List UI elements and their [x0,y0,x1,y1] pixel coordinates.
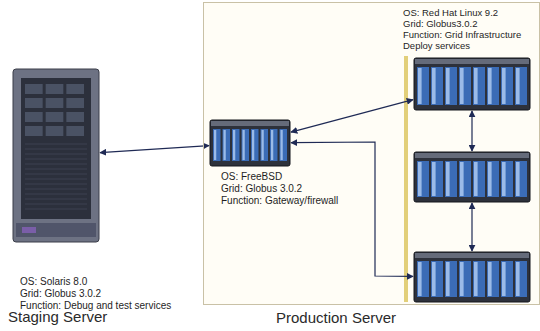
server-heading: Production Server [276,309,396,326]
rack-server-icon [209,119,291,167]
gateway-server: OS: FreeBSDGrid: Globus 3.0.2Function: G… [209,119,291,167]
server-spec: Deploy services [403,41,470,52]
server-spec: OS: FreeBSD [221,171,282,183]
server-spec: OS: Red Hat Linux 9.2 [403,8,498,19]
rack-server-icon [413,251,531,303]
server-heading: Staging Server [8,308,107,325]
grid-server: OS: Red Hat Linux 9.2Grid: Globus3.0.2Fu… [413,57,531,111]
network-link [471,111,472,151]
network-link [471,203,472,251]
server-spec: Grid: Globus 3.0.2 [221,183,302,195]
grid-server [413,251,531,303]
rack-server-icon [413,57,531,111]
staging-server: OS: Solaris 8.0Grid: Globus 3.0.2Functio… [12,68,100,243]
server-spec: Grid: Globus 3.0.2 [20,288,101,300]
server-spec: Function: Gateway/firewall [221,195,338,207]
rack-rail [404,56,408,302]
network-link [100,146,209,153]
network-link [291,142,413,276]
server-spec: OS: Solaris 8.0 [20,276,87,288]
grid-server [413,151,531,203]
production-ground [203,2,540,305]
rack-server-icon [413,151,531,203]
server-spec: Function: Grid Infrastructure [403,30,521,41]
production-server: OS: FreeBSDGrid: Globus 3.0.2Function: G… [203,2,540,305]
server-spec: Grid: Globus3.0.2 [403,19,477,30]
network-link [291,100,413,132]
tower-server-icon [12,68,100,243]
